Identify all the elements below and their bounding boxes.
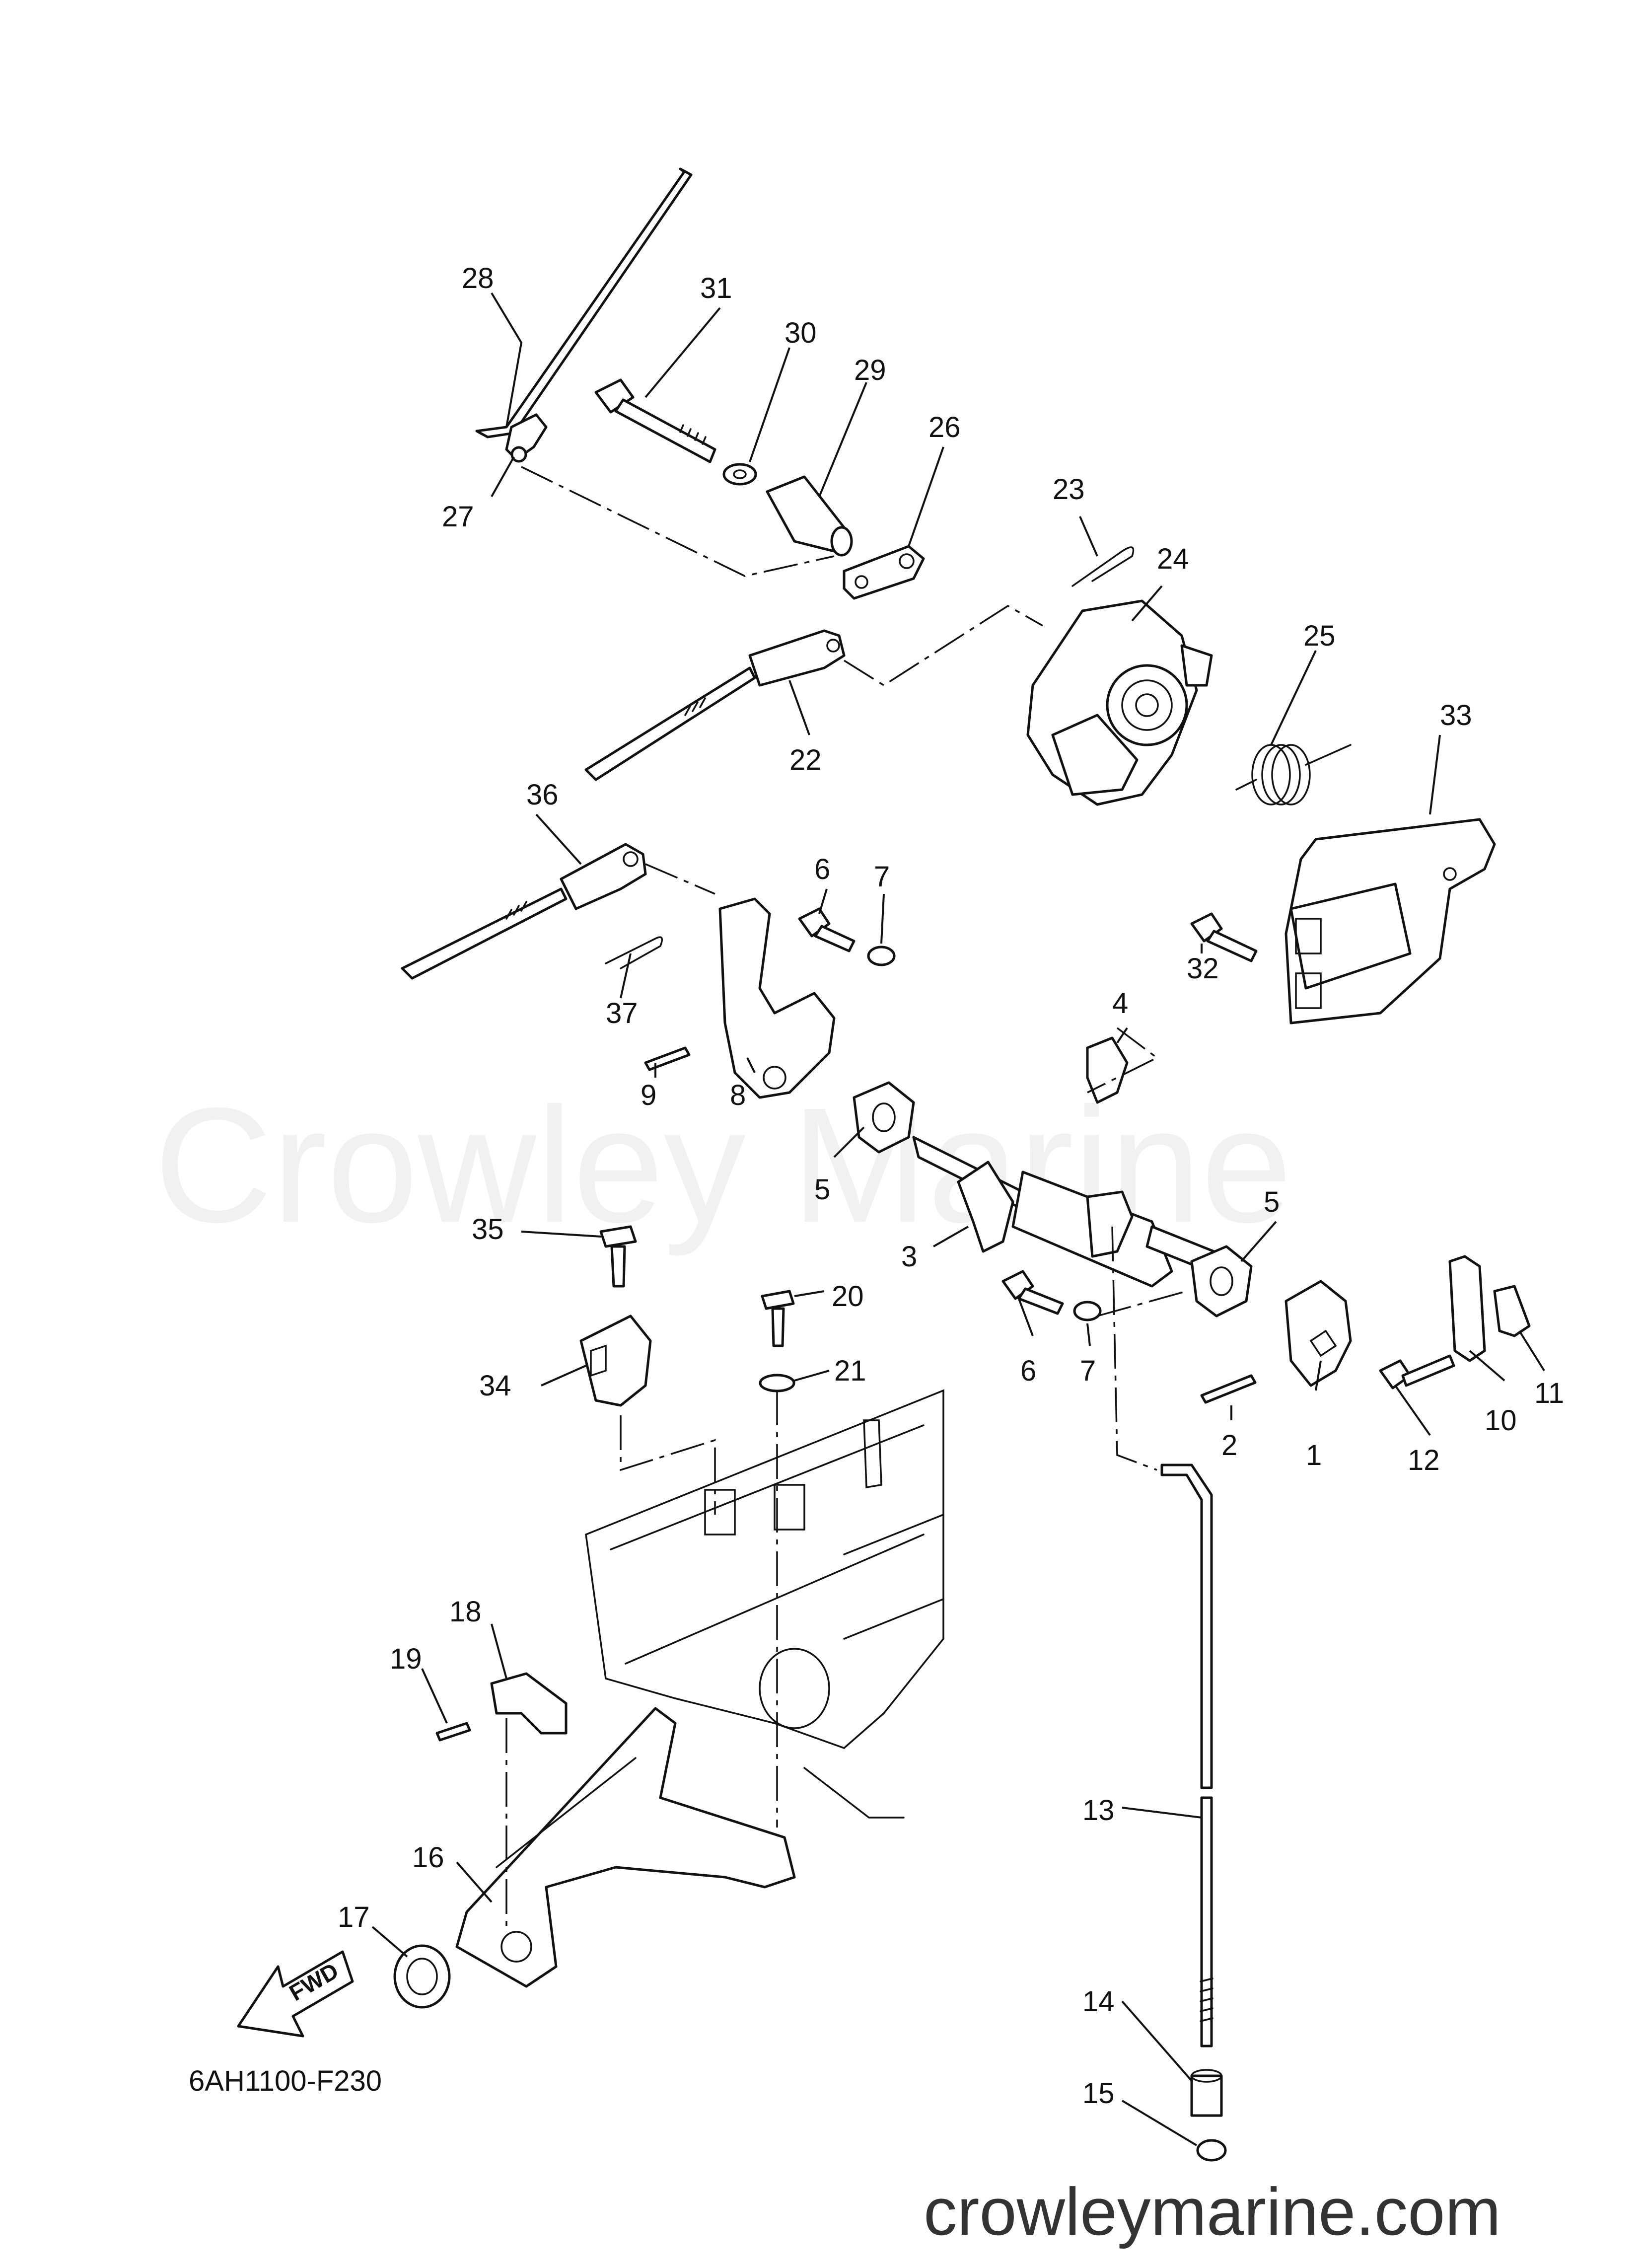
callout-1: 1 [1306,1439,1322,1471]
callout-5-left: 5 [814,1173,830,1206]
callout-20: 20 [832,1280,864,1313]
cable-36 [401,887,568,980]
clip-37 [605,936,663,969]
callout-26: 26 [928,411,961,443]
bracket-16 [455,1707,796,1988]
link-26 [843,545,925,600]
callout-14: 14 [1082,1985,1115,2018]
callout-8: 8 [730,1079,746,1111]
callout-10: 10 [1485,1404,1517,1437]
washer-21 [759,1374,795,1392]
plate-11 [1493,1285,1531,1337]
washer-30 [722,463,757,486]
callout-37: 37 [606,997,638,1029]
callout-labels: 1 2 3 4 5 5 6 6 7 7 8 9 10 11 12 13 14 1… [338,262,1564,2110]
callout-32: 32 [1187,952,1219,985]
callout-17: 17 [338,1901,370,1933]
cable-22 [584,666,756,781]
callout-16: 16 [412,1841,444,1874]
pin-2 [1200,1374,1257,1404]
callout-35: 35 [472,1213,504,1245]
site-url: crowleymarine.com [924,2174,1501,2249]
bolt-35 [599,1225,637,1288]
callout-21: 21 [834,1355,866,1387]
callout-6-lower: 6 [1020,1355,1036,1387]
callout-2: 2 [1221,1429,1237,1462]
callout-19: 19 [390,1643,422,1675]
pin-19 [435,1722,471,1742]
bracket-33 [1285,818,1496,1024]
callout-34: 34 [479,1370,511,1402]
callout-22: 22 [789,744,822,776]
callout-5-right: 5 [1264,1186,1280,1218]
grommet-17 [393,1944,451,2009]
washer-15 [1196,2139,1227,2162]
callout-15: 15 [1082,2077,1115,2110]
callout-13: 13 [1082,1794,1115,1827]
diagram-code: 6AH1100-F230 [189,2065,382,2097]
nut-14 [1190,2074,1223,2117]
bolt-6-upper [798,907,856,952]
callout-18: 18 [449,1596,482,1628]
bolt-12 [1379,1354,1455,1390]
callout-24: 24 [1157,543,1189,575]
cam-assembly-24 [1026,599,1213,806]
lever-1 [1285,1280,1352,1387]
engine-block [585,1389,944,1819]
bolt-31 [594,378,716,463]
fwd-arrow-icon: FWD [237,1950,354,2038]
pin-9 [644,1046,691,1071]
callout-9: 9 [641,1079,656,1111]
spring-25 [1235,744,1352,805]
washer-7-lower [1073,1301,1102,1321]
holder-18 [490,1672,568,1735]
callout-6-upper: 6 [814,853,830,885]
callout-4: 4 [1112,987,1128,1020]
callout-31: 31 [700,272,732,304]
rod-13 [1160,1463,1213,1789]
callout-7-upper: 7 [874,861,890,893]
bolt-32 [1190,912,1258,962]
callout-30: 30 [785,317,817,349]
cable-end-22 [748,629,846,687]
callout-36: 36 [526,779,559,811]
cable-end-36 [560,843,647,910]
callout-29: 29 [854,354,886,386]
bolt-6-lower [1001,1270,1064,1315]
callout-11: 11 [1534,1377,1564,1409]
throttle-rod [475,167,693,439]
callout-12: 12 [1408,1444,1440,1476]
callout-27: 27 [442,501,474,533]
callout-28: 28 [462,262,494,294]
clip-23 [1071,546,1135,587]
rod-13-lower [1200,1796,1213,2048]
holder-34 [579,1315,652,1407]
callout-3: 3 [901,1241,917,1273]
leader-lines [371,292,1545,2146]
bushing-5-right [1190,1245,1253,1317]
shift-lever-8 [718,897,836,1099]
bolt-20 [761,1290,795,1347]
callout-25: 25 [1303,620,1336,652]
rod-joint-hole [510,446,527,463]
plate-10 [1448,1255,1486,1362]
part-drawings [393,167,1531,2162]
callout-7-lower: 7 [1080,1355,1096,1387]
clip-4 [1086,1036,1129,1104]
callout-23: 23 [1053,473,1085,506]
washer-7-upper [867,946,896,966]
bushing-5-left [853,1081,915,1154]
callout-33: 33 [1440,699,1472,732]
